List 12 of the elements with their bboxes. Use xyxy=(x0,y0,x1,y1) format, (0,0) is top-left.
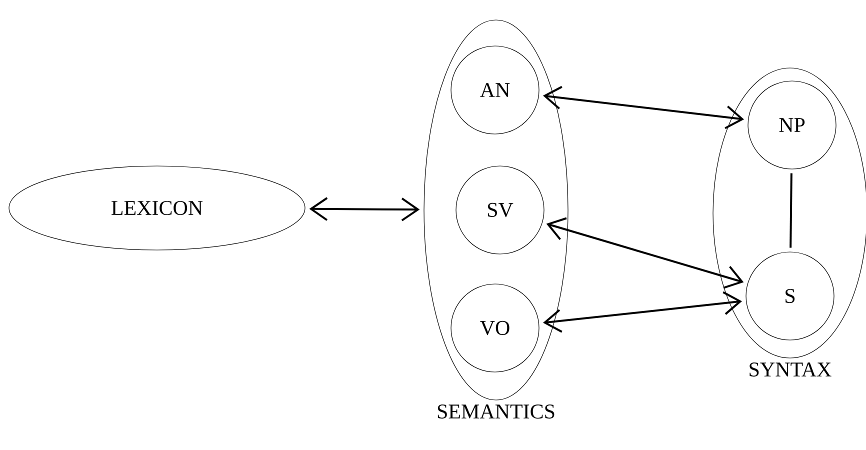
circle-node: NP xyxy=(748,80,836,170)
node-label: SYNTAX xyxy=(750,362,832,377)
node-label: SEMANTICS xyxy=(438,404,554,419)
arrow xyxy=(543,291,742,333)
circle-node: AN xyxy=(450,46,540,134)
circle-node: S xyxy=(746,252,834,340)
circle-node: VO xyxy=(450,284,540,372)
circle-node: SV xyxy=(456,166,544,254)
arrow xyxy=(542,86,744,130)
arrow xyxy=(546,217,744,289)
arrow xyxy=(309,197,420,222)
ellipse-node: LEXICON xyxy=(8,166,306,250)
